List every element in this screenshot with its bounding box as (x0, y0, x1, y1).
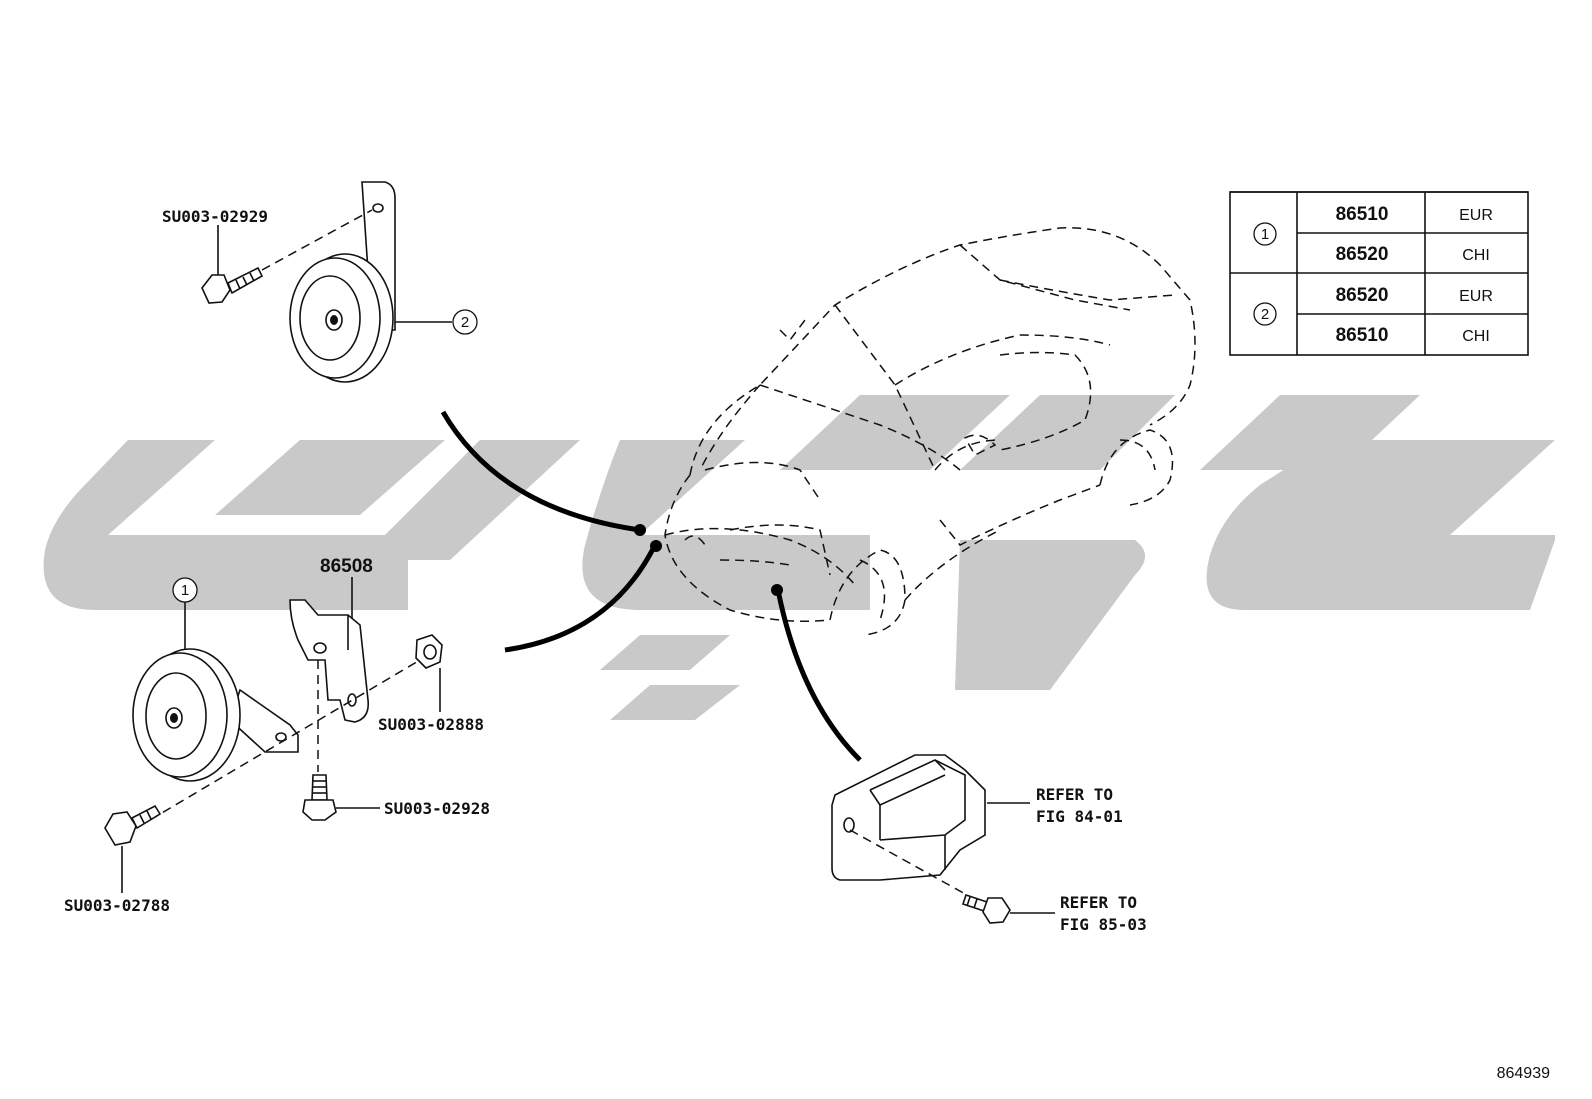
refer-bolt-line2: FIG 85-03 (1060, 915, 1147, 934)
callout-1-circle (172, 577, 198, 603)
horn-icon (132, 648, 241, 782)
refer-module-line1: REFER TO (1036, 785, 1113, 804)
label-bracket: 86508 (320, 556, 373, 577)
bolt-icon (302, 774, 337, 821)
refer-module-line2: FIG 84-01 (1036, 807, 1123, 826)
label-nut: SU003-02888 (378, 715, 484, 734)
table-row-part: 86510 (1336, 325, 1389, 346)
label-bolt-bottom: SU003-02788 (64, 896, 170, 915)
callout-1: 1 (181, 582, 189, 599)
horn-top: SU003-02929 2 (162, 181, 478, 383)
horn-left: 1 (132, 577, 299, 782)
table-row-region: EUR (1459, 207, 1493, 224)
horn-icon (289, 253, 394, 383)
nut-icon (415, 634, 443, 669)
table-ref-1: 1 (1261, 226, 1269, 243)
pointer-lines (440, 410, 862, 762)
module-icon (831, 754, 986, 881)
bolt-icon (961, 893, 1011, 924)
bolt-icon (201, 266, 264, 304)
car-outline-icon (664, 227, 1196, 636)
bolt-icon (104, 804, 162, 846)
table-group-1: 1 (1253, 222, 1277, 246)
refer-bolt-line1: REFER TO (1060, 893, 1137, 912)
callout-2-circle (452, 309, 478, 335)
bracket-icon (289, 599, 370, 723)
table-row-region: EUR (1459, 288, 1493, 305)
parts-table: 1 2 86510 EUR 86520 CHI 86520 EUR 86510 … (1229, 191, 1529, 356)
label-bolt-bracket: SU003-02928 (384, 799, 490, 818)
table-row-part: 86520 (1336, 244, 1389, 265)
callout-2: 2 (461, 314, 469, 331)
table-ref-2: 2 (1261, 306, 1269, 323)
table-row-region: CHI (1462, 328, 1490, 345)
label-bolt-top: SU003-02929 (162, 207, 268, 226)
table-row-part: 86520 (1336, 285, 1389, 306)
table-group-2: 2 (1253, 302, 1277, 326)
table-row-part: 86510 (1336, 204, 1389, 225)
watermark-logo (43, 395, 1555, 720)
table-row-region: CHI (1462, 247, 1490, 264)
figure-number: 864939 (1497, 1065, 1550, 1082)
